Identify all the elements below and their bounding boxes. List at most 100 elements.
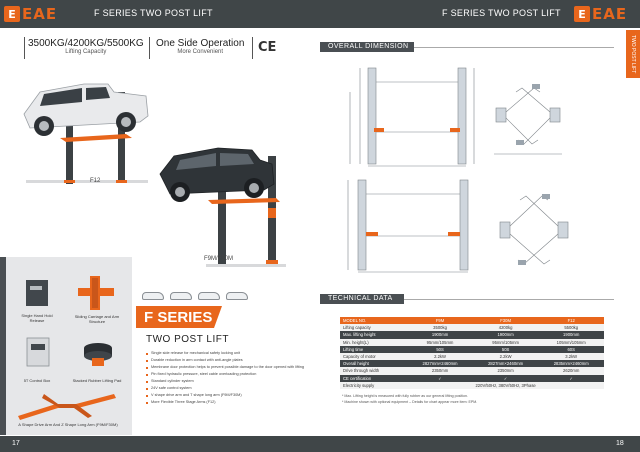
f12-caption: F12 — [90, 178, 101, 184]
bullet-item: Standard cylinder system — [146, 378, 304, 385]
table-row: Overall height 2827mm×2460mm 2827mm×2460… — [340, 360, 604, 368]
table-row: Min. height(L) 95mm/105mm 95mm/105mm 105… — [340, 338, 604, 346]
row-label: Max. lifting height — [340, 331, 408, 339]
accessory-caption: 5T Control Box — [23, 378, 51, 383]
van-icon — [226, 292, 248, 300]
cell: 1900mm — [407, 331, 473, 339]
bullet-item: Single side release for mechanical safet… — [146, 350, 304, 357]
technical-header: TECHNICAL DATA — [320, 294, 404, 304]
page-number-left: 17 — [12, 440, 20, 447]
cell: 95mm/105mm — [407, 338, 473, 346]
table-note: * Max. Lifting height is measured with f… — [342, 394, 469, 398]
capacity-feature: 3500KG/4200KG/5500KG Lifting Capacity — [28, 38, 144, 55]
cell: 50S — [472, 345, 539, 353]
suv-icon — [170, 292, 192, 300]
control-box-image — [26, 337, 50, 367]
series-title: F SERIES — [144, 309, 213, 326]
cell: 3500kg — [407, 324, 473, 332]
accessory-caption: A Shape Drive Arm And Z Shape Long Arm (… — [18, 422, 118, 427]
column-header: F9M — [407, 317, 473, 325]
cell: 2620mm — [538, 367, 604, 375]
divider — [252, 37, 253, 59]
accessory-caption: Sliding Carriage and Arm Structure — [74, 314, 120, 324]
logo-word: EAE — [592, 5, 628, 23]
accessory-caption: Stacked Rubber Lifting Pad — [72, 378, 122, 383]
table-header-row: MODEL NO. F9M F30M F12 — [340, 317, 604, 325]
left-page-title: F SERIES TWO POST LIFT — [94, 8, 213, 18]
table-row: Lifting capacity 3500kg 4200kg 5500kg — [340, 324, 604, 332]
panel-strip — [0, 257, 6, 435]
feature-bullets: Single side release for mechanical safet… — [146, 350, 304, 406]
cell: 1900mm — [472, 331, 539, 339]
table-row: Drive through width 2350mm 2350mm 2620mm — [340, 367, 604, 375]
table-row: Max. lifting height 1900mm 1900mm 1900mm — [340, 331, 604, 339]
column-header: F12 — [538, 317, 604, 325]
f9m-caption: F9M/F30M — [204, 256, 234, 262]
top-bar: E EAE F SERIES TWO POST LIFT F SERIES TW… — [0, 0, 640, 28]
cell: 220V/50Hz, 380V/50Hz, 3Phase — [407, 381, 604, 389]
bullet-item: Pin fixed hydraulic pressure, steel cabl… — [146, 371, 304, 378]
f9m-lift-image — [159, 147, 286, 267]
operation-label: More Convenient — [177, 49, 224, 55]
f12-lift-image — [23, 83, 149, 184]
divider — [149, 37, 150, 59]
sedan-icon — [142, 292, 164, 300]
vehicle-thumbnails — [142, 292, 248, 300]
column-header: F30M — [472, 317, 539, 325]
table-note: * Machine shown with optional equipment … — [342, 400, 478, 404]
cell: 105mm/105mm — [538, 338, 604, 346]
table-row: Capacity of motor 2.2kW 2.2kW 3.2kW — [340, 352, 604, 361]
series-title-tail — [214, 306, 222, 328]
capacity-label: Lifting Capacity — [65, 49, 107, 55]
ce-mark: CE — [258, 40, 277, 55]
drive-arm-image — [18, 394, 116, 420]
cell: 50S — [407, 345, 473, 353]
page-number-right: 18 — [616, 440, 624, 447]
table-row: Lifting time 50S 50S 60S — [340, 345, 604, 353]
cell: 1900mm — [538, 331, 604, 339]
pickup-icon — [198, 292, 220, 300]
tech-data-table: MODEL NO. F9M F30M F12 Lifting capacity … — [340, 317, 604, 389]
divider — [414, 47, 614, 48]
bullet-item: V shape drive arm and T shape long arm (… — [146, 392, 304, 399]
right-page-title: F SERIES TWO POST LIFT — [442, 8, 561, 18]
accessory-caption: Single Hand Hold Release — [21, 313, 53, 323]
bullet-item: Membrane door protection helps to preven… — [146, 364, 304, 371]
operation-feature: One Side Operation More Convenient — [156, 38, 244, 55]
cell: ✓ — [472, 374, 539, 382]
brand-logo-right: E EAE — [574, 5, 627, 23]
logo-word: EAE — [22, 5, 58, 23]
hand-release-image — [26, 280, 48, 306]
cell: 2350mm — [472, 367, 539, 375]
cell: 3.2kW — [538, 352, 604, 361]
sliding-carriage-image — [78, 276, 114, 310]
table-row: CE certification ✓ ✓ ✓ — [340, 374, 604, 382]
row-label: Overall height — [340, 360, 408, 368]
row-label: Capacity of motor — [340, 352, 408, 361]
cell: 2835mm×2460mm — [538, 360, 604, 368]
top-view-arms-drawing — [494, 84, 562, 155]
divider — [24, 37, 25, 59]
divider — [404, 299, 614, 300]
cell: ✓ — [538, 374, 604, 382]
dimension-header: OVERALL DIMENSION — [320, 42, 414, 52]
bullet-item: Durable reduction in arm contact with an… — [146, 357, 304, 364]
cell: 2827mm×2460mm — [407, 360, 473, 368]
cell: 5500kg — [538, 324, 604, 332]
cell: 2350mm — [407, 367, 473, 375]
row-label: Electricity supply — [340, 381, 408, 389]
bullet-item: More Flexible Three Stage Arms (F12) — [146, 399, 304, 406]
table-row: Electricity supply 220V/50Hz, 380V/50Hz,… — [340, 381, 604, 389]
logo-mark: E — [4, 6, 20, 22]
logo-mark: E — [574, 6, 590, 22]
front-view-drawing — [349, 67, 475, 167]
brand-logo-left: E EAE — [4, 5, 57, 23]
rubber-pad-image — [84, 343, 112, 366]
row-label: Lifting capacity — [340, 324, 408, 332]
top-view-x-arms-drawing — [499, 194, 569, 265]
cell: 2827mm×2460mm — [472, 360, 539, 368]
side-tab: TWO POST LIFT — [626, 30, 640, 78]
bottom-bar — [0, 436, 640, 452]
side-view-drawing — [347, 179, 469, 273]
bullet-item: 24V safe control system — [146, 385, 304, 392]
